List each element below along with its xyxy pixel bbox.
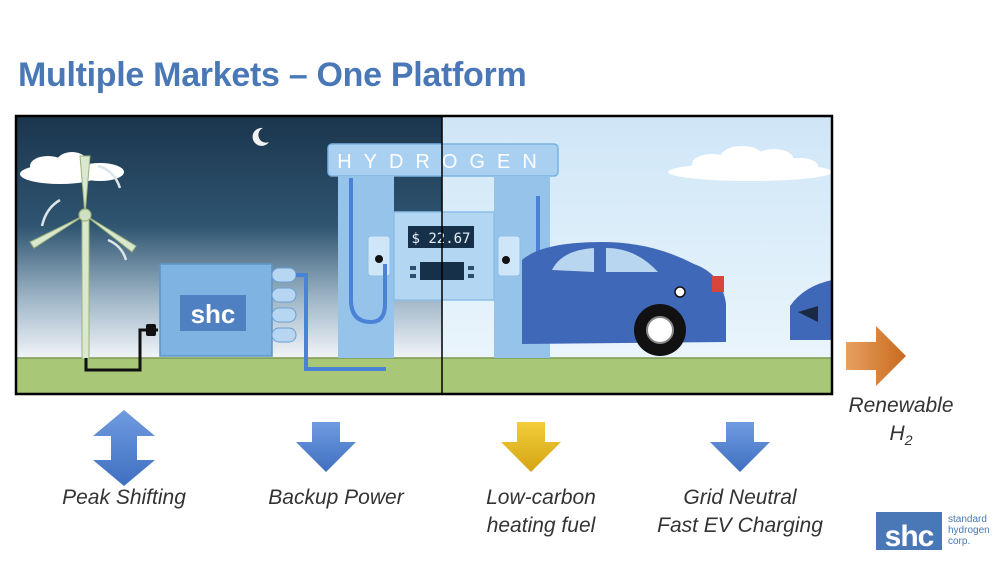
- pump-sign: HYDROGEN: [337, 151, 549, 173]
- label-renewable-h2: Renewable H2: [848, 394, 954, 449]
- ground: [16, 358, 832, 394]
- right-arrow-icon: [846, 326, 906, 386]
- logo-mark: shc: [876, 512, 942, 550]
- label-low-carbon-heating: Low-carbon heating fuel: [486, 486, 596, 537]
- price-display: $ 22.67: [411, 231, 470, 247]
- moon-icon: [252, 127, 269, 146]
- shc-unit: shc: [159, 263, 297, 357]
- logo-text: standard hydrogen corp.: [948, 514, 990, 547]
- standard-hydrogen-logo: shc standard hydrogen corp.: [876, 512, 996, 552]
- cloud-right-icon: [668, 146, 832, 181]
- shc-unit-brand: shc: [191, 299, 236, 329]
- label-grid-neutral-ev: Grid Neutral Fast EV Charging: [657, 486, 823, 537]
- label-backup-power: Backup Power: [268, 486, 404, 509]
- up-down-arrow-icon: [93, 410, 155, 486]
- down-arrow-icon: [501, 422, 561, 472]
- page-title: Multiple Markets – One Platform: [18, 56, 527, 94]
- wind-turbine-icon: [29, 155, 137, 360]
- down-arrow-icon: [710, 422, 770, 472]
- electric-car: [522, 242, 726, 356]
- hydrogen-station-illustration: shc HYDROGEN $ 22.67: [14, 114, 834, 396]
- down-arrow-icon: [296, 422, 356, 472]
- label-peak-shifting: Peak Shifting: [62, 486, 186, 509]
